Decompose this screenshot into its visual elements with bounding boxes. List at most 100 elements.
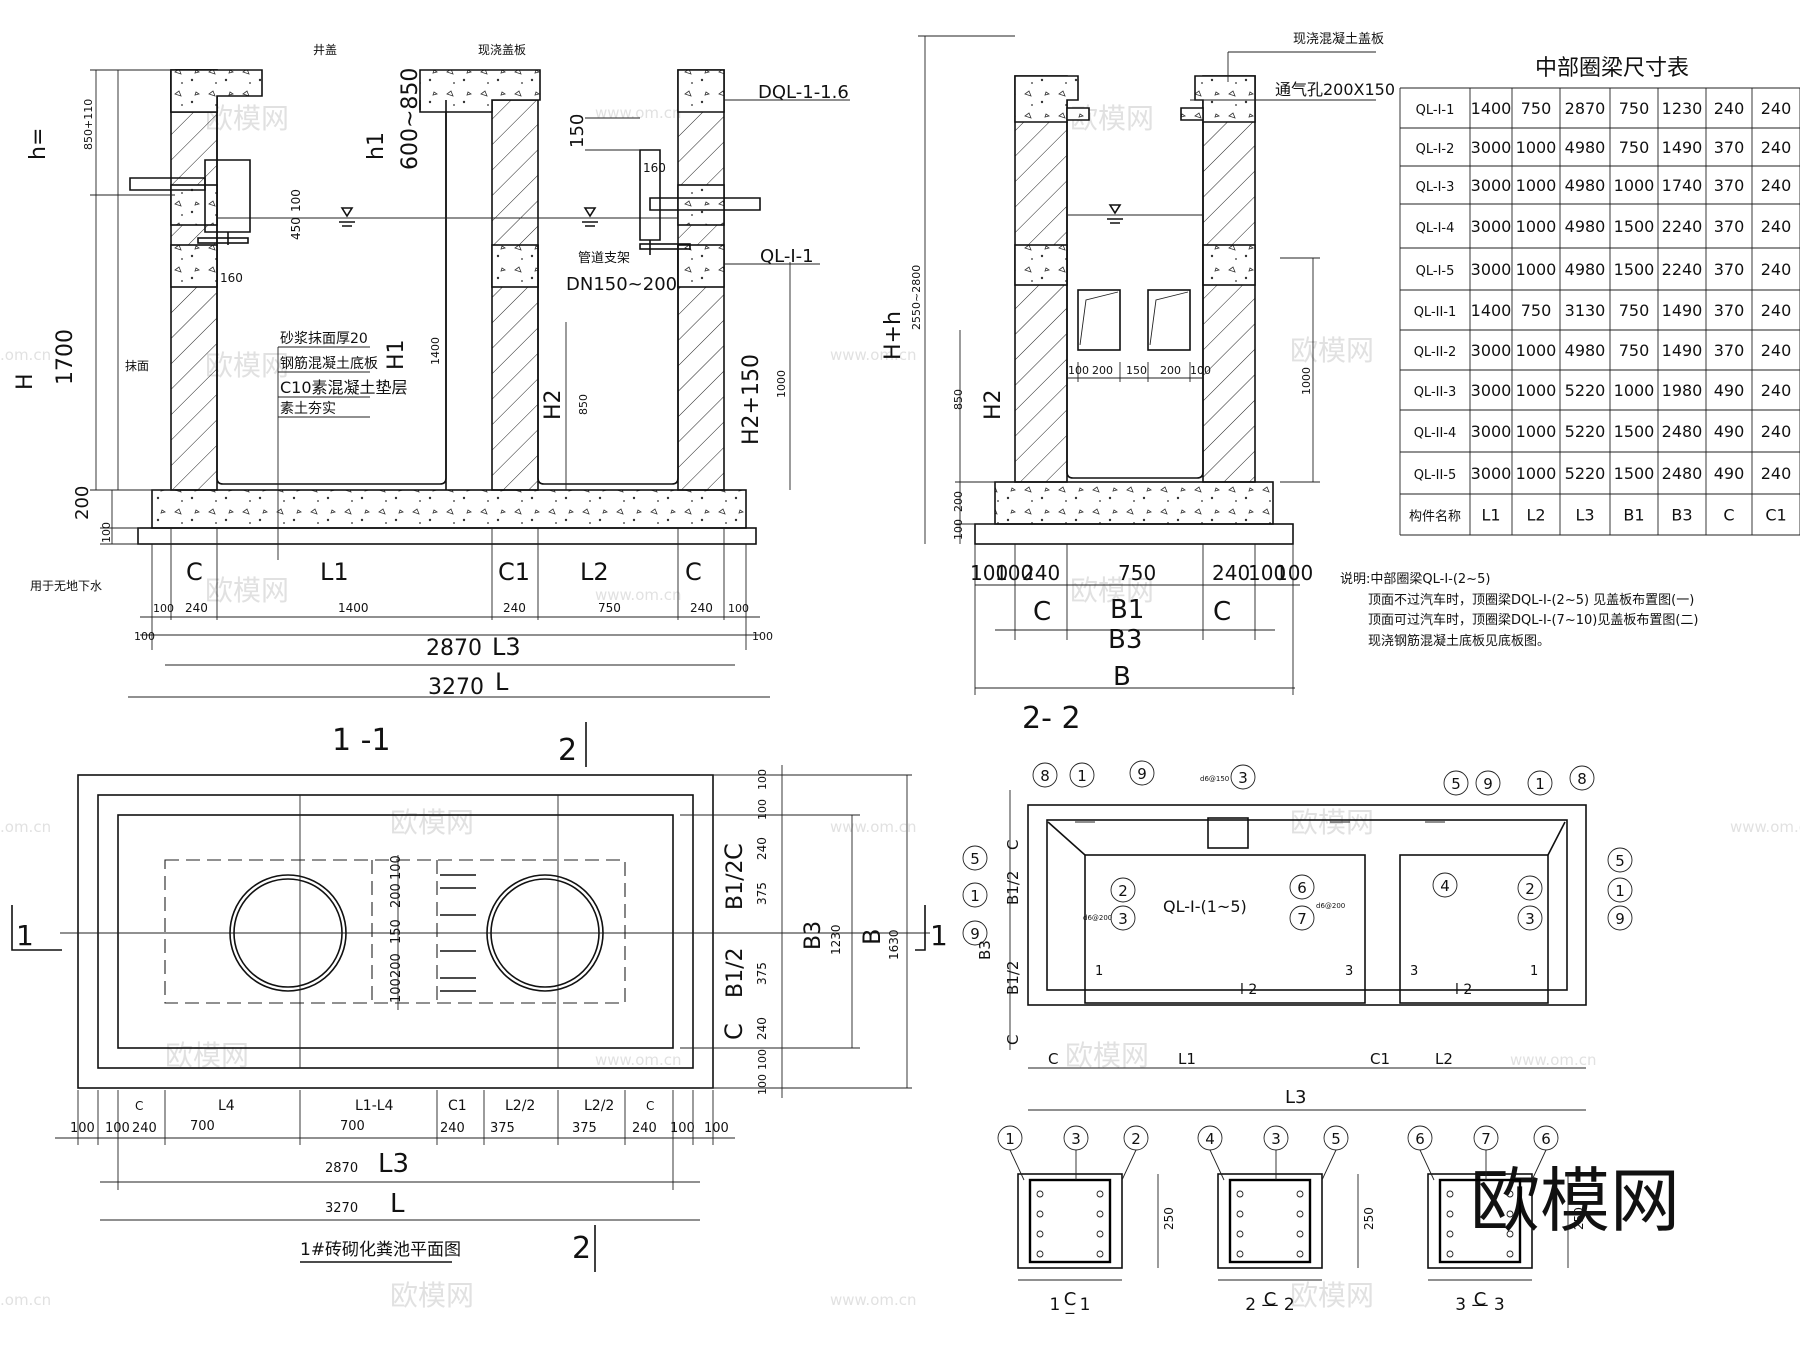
dim-bottom: 100 <box>105 1121 130 1136</box>
section-marker-1 <box>11 905 62 951</box>
plan-outer <box>77 774 714 1089</box>
rebar-dot <box>1236 1190 1244 1198</box>
dim-100: 100 <box>752 630 773 643</box>
spec: d6@200 <box>1316 902 1345 910</box>
opening <box>1077 289 1121 351</box>
pipe-support <box>639 243 691 250</box>
table-header-cell: C1 <box>1765 506 1786 525</box>
dim-2550: 2550~2800 <box>910 265 923 330</box>
callout-circle <box>962 920 988 946</box>
callout-circle <box>1289 874 1315 900</box>
table-cell: 1980 <box>1662 381 1703 400</box>
label-C: C <box>646 1099 654 1113</box>
ring-beam <box>170 244 218 288</box>
rebar-dot <box>1036 1210 1044 1218</box>
table-cell: 2240 <box>1662 260 1703 279</box>
table-cell: 1000 <box>1516 217 1557 236</box>
table-cell: 490 <box>1714 464 1745 483</box>
label-H2: H2 <box>981 389 1006 420</box>
dim-450: 450 <box>289 217 303 240</box>
beam-outline <box>1027 804 1587 1006</box>
watermark-site: www.om.cn <box>830 1291 917 1309</box>
dim-850: 850 <box>952 389 965 410</box>
table-cell: 2240 <box>1662 217 1703 236</box>
watermark-text: 欧模网 <box>205 349 289 382</box>
dim-right: 240 <box>755 837 769 860</box>
table-header-cell: 构件名称 <box>1409 509 1461 525</box>
callout-number: 1 <box>1535 775 1545 793</box>
table-cell: 5220 <box>1565 381 1606 400</box>
ring-beam <box>1202 244 1256 286</box>
watermark-site: .om.cn <box>0 346 51 364</box>
table-cell: 240 <box>1761 341 1792 360</box>
table-cell: 3000 <box>1471 464 1512 483</box>
label-C: C <box>1004 1035 1022 1045</box>
dim-240: 240 <box>503 601 526 615</box>
label-B1-2: B1/2 <box>1004 871 1022 905</box>
table-cell: 1230 <box>1662 99 1703 118</box>
section-caption: 2 — 2 <box>1245 1295 1294 1315</box>
ring-beam <box>677 244 725 288</box>
label-dql: DQL-1-1.6 <box>758 82 849 103</box>
rebar-dot <box>1296 1250 1304 1258</box>
watermark-site: www.om.cn <box>595 586 682 604</box>
water-level-symbol <box>582 207 598 227</box>
label-L4: L4 <box>218 1098 235 1114</box>
table-cell: 4980 <box>1565 217 1606 236</box>
label-C: C <box>720 843 748 860</box>
ring-beam <box>677 184 725 226</box>
table-cell: 240 <box>1761 301 1792 320</box>
callout-circle <box>1432 872 1458 898</box>
callout-number: 1 <box>1005 1130 1015 1148</box>
dim-bottom: 100 <box>70 1121 95 1136</box>
dim-bottom: 100 <box>1275 561 1313 585</box>
dim-bottom: 100 <box>704 1121 729 1136</box>
rebar-dot <box>1036 1230 1044 1238</box>
callout-number: 8 <box>1577 770 1587 788</box>
manhole-circle <box>229 874 347 992</box>
rebar-dot <box>1096 1210 1104 1218</box>
watermark-site: www.om.cn <box>1730 818 1800 836</box>
callout-number: 9 <box>1615 910 1625 928</box>
dim-right: 375 <box>755 962 769 985</box>
table-header-cell: B1 <box>1623 506 1644 525</box>
table-cell: 370 <box>1714 301 1745 320</box>
section-dim: 250 <box>1572 1207 1586 1230</box>
table-cell: 1000 <box>1516 341 1557 360</box>
callout-number: 2 <box>1118 882 1128 900</box>
table-cell: 240 <box>1761 422 1792 441</box>
callout-number: 3 <box>1271 1130 1281 1148</box>
table-cell: 2480 <box>1662 464 1703 483</box>
label-pipe-support: 管道支架 <box>578 251 630 266</box>
manhole-circle <box>486 874 604 992</box>
watermark-site: www.om.cn <box>595 1051 682 1069</box>
section-1-1: h= 850+110 H 1700 200 100 用于无地下水 抹面 井盖 现… <box>13 43 850 768</box>
callout-number: 5 <box>1615 852 1625 870</box>
table-cell: 240 <box>1761 464 1792 483</box>
callout-number: 9 <box>1483 775 1493 793</box>
table-cell: 3000 <box>1471 381 1512 400</box>
watermark-text: 欧模网 <box>1065 1039 1149 1072</box>
ring-beam <box>491 244 539 288</box>
table-cell: 370 <box>1714 138 1745 157</box>
rebar-dot <box>1296 1190 1304 1198</box>
table-cell: 750 <box>1619 138 1650 157</box>
dim-right: 100 <box>756 1049 769 1070</box>
cover-right <box>1194 75 1256 123</box>
table-cell: 1400 <box>1471 99 1512 118</box>
rebar-dot <box>1096 1230 1104 1238</box>
label-cast-slab: 现浇盖板 <box>478 43 526 57</box>
table-cell: 3130 <box>1565 301 1606 320</box>
label-L2: L2 <box>1435 1050 1453 1068</box>
label-pipe-dn: DN150~200 <box>566 274 677 295</box>
watermark-site: www.om.cn <box>830 346 917 364</box>
cover-slab-right <box>677 69 725 113</box>
callout-number: 7 <box>1481 1130 1491 1148</box>
cover-left <box>1014 75 1079 123</box>
table-cell: 4980 <box>1565 176 1606 195</box>
rebar-dot <box>1506 1190 1514 1198</box>
dim-bottom: 240 <box>1022 561 1060 585</box>
